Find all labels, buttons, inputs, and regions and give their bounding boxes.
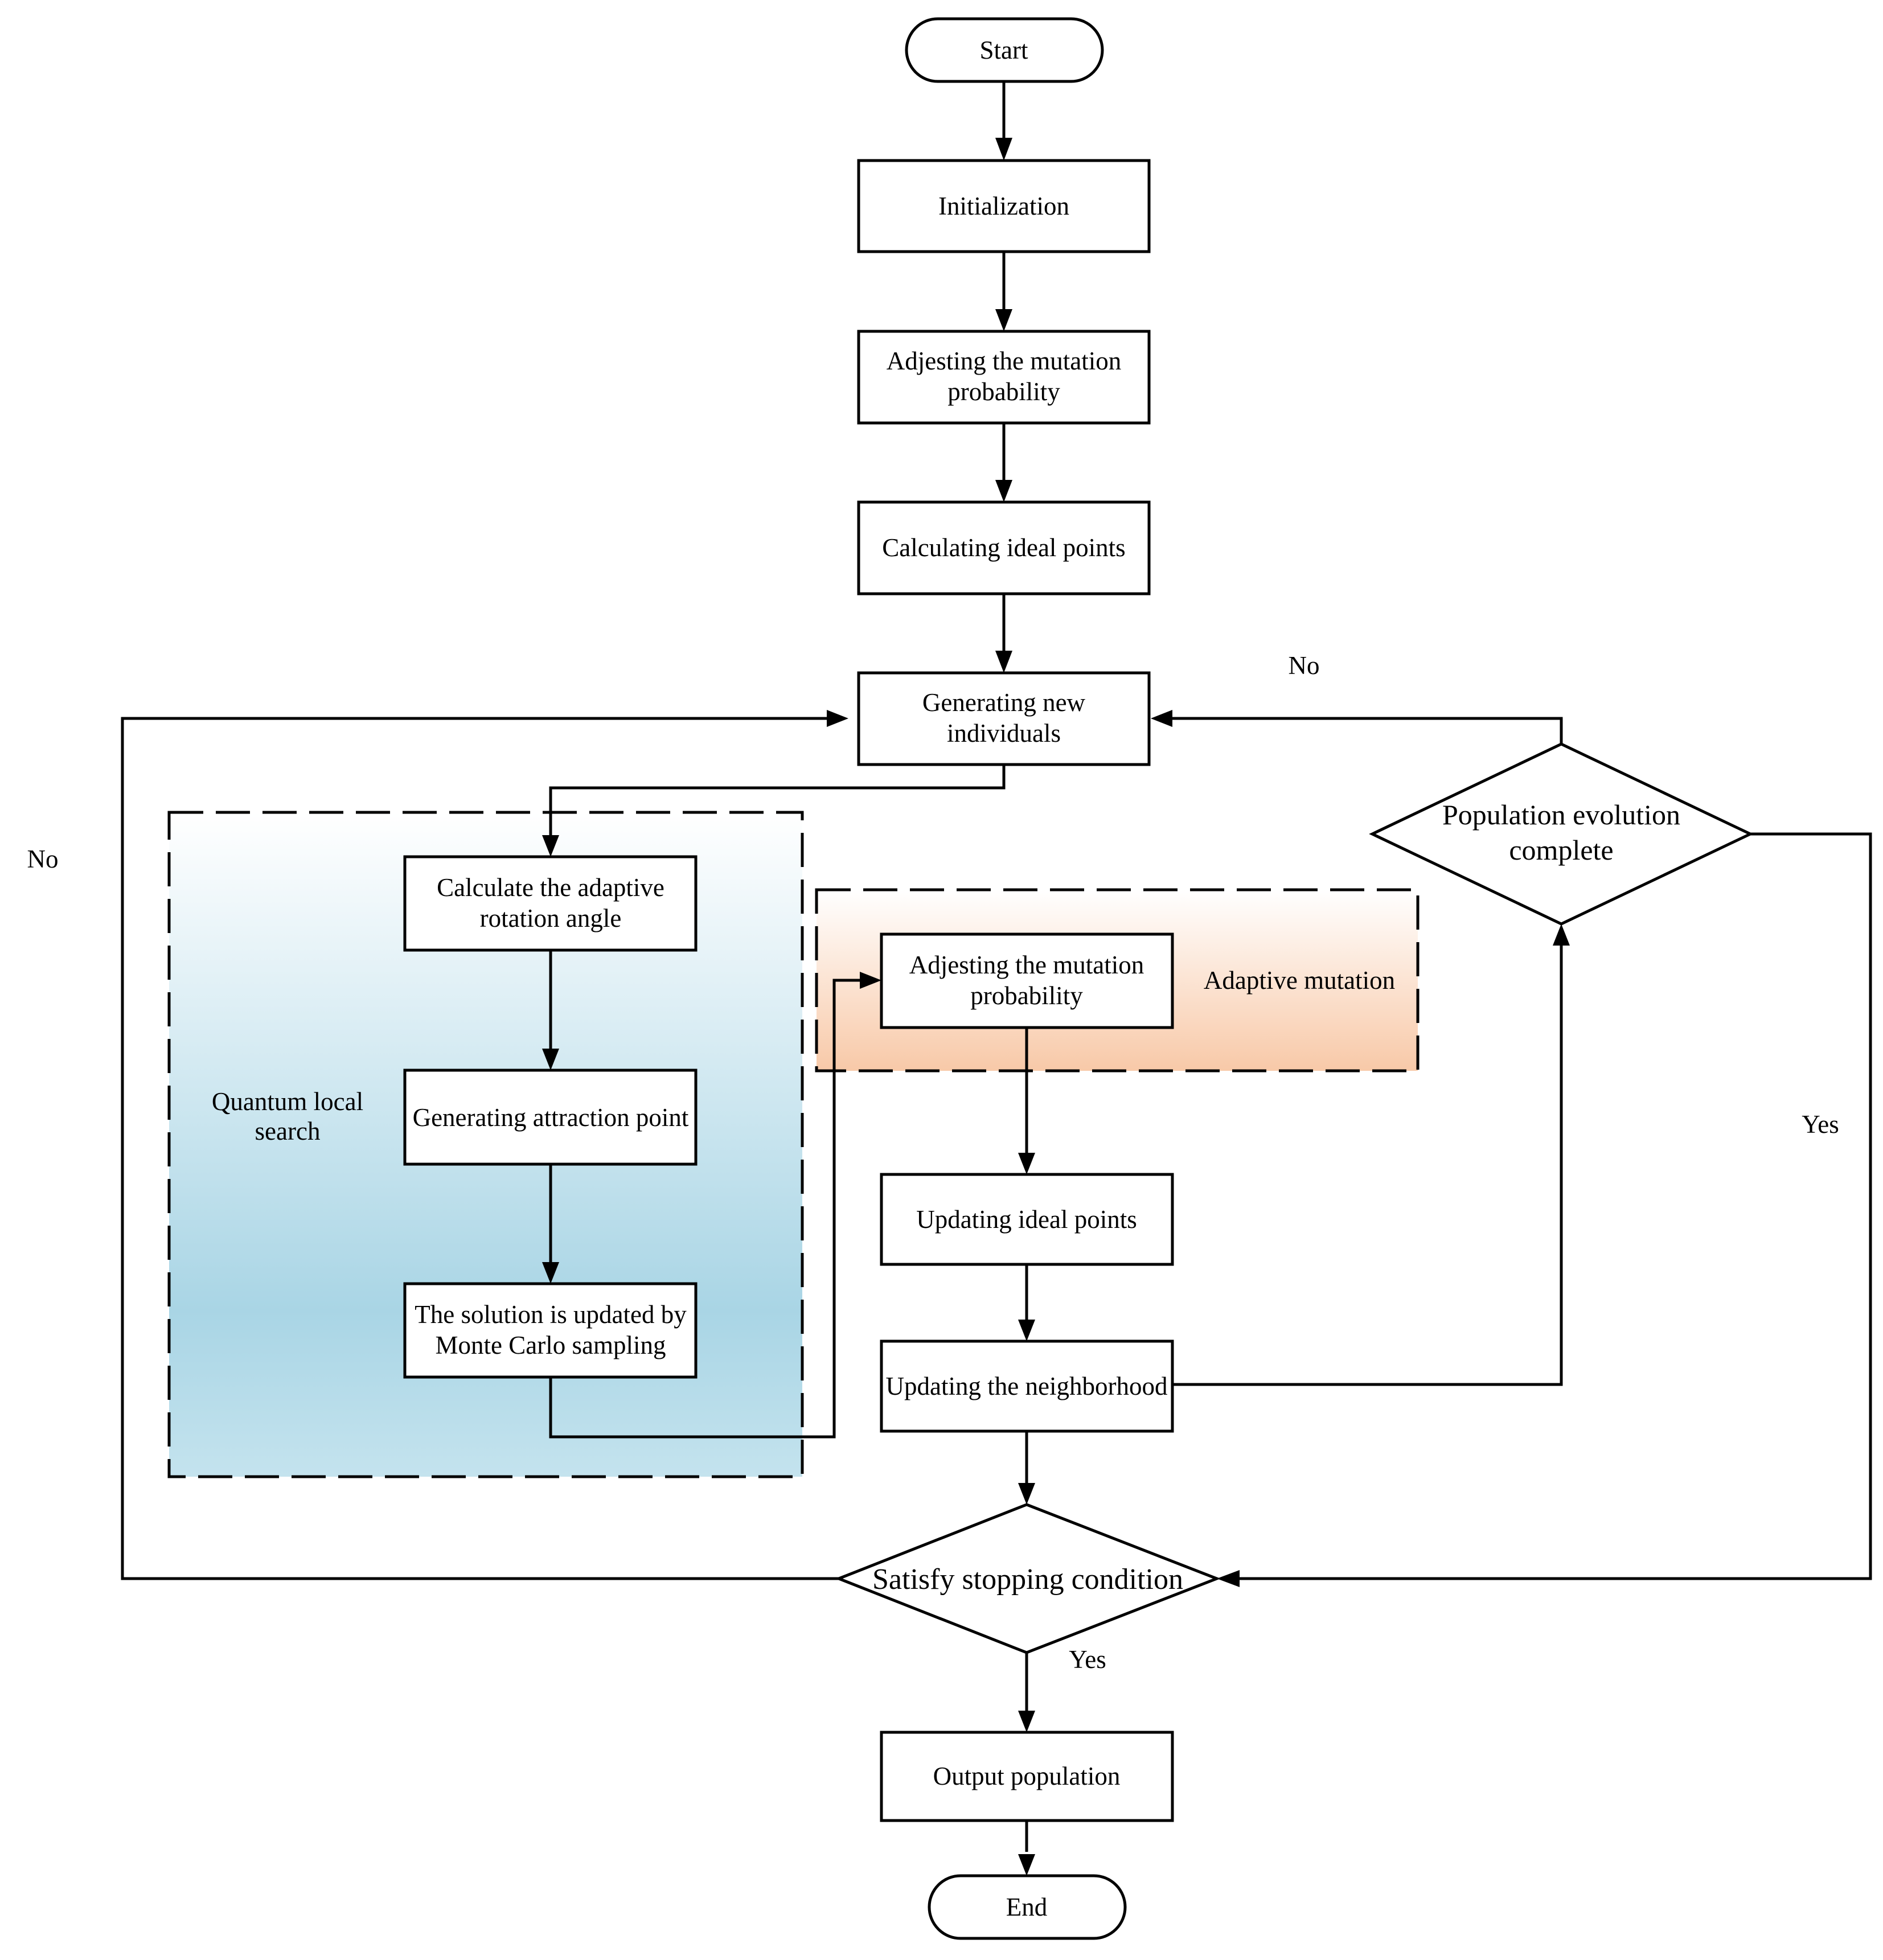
decision-population-evolution-line2: complete — [1509, 834, 1613, 866]
arrow-head — [542, 1262, 559, 1284]
node-updating-ideal-points-label: Updating ideal points — [916, 1205, 1137, 1234]
arrow-head — [1151, 710, 1172, 727]
node-initialization: Initialization — [857, 159, 1151, 253]
node-adjusting-mutation-1: Adjesting the mutation probability — [857, 330, 1151, 425]
node-end: End — [928, 1874, 1127, 1940]
node-calculating-ideal-points: Calculating ideal points — [857, 500, 1151, 595]
decision-population-evolution-line1: Population evolution — [1442, 799, 1680, 831]
edge-label-yes-bottom: Yes — [1069, 1645, 1106, 1674]
node-adjusting-mutation-2: Adjesting the mutation probability — [880, 932, 1174, 1029]
node-adjusting-mutation-1-line2: probability — [947, 377, 1060, 406]
node-adjusting-mutation-2-line2: probability — [970, 981, 1083, 1010]
arrow-head — [860, 972, 881, 989]
node-updating-ideal-points: Updating ideal points — [880, 1173, 1174, 1266]
node-generating-new-individuals-line1: Generating new — [922, 688, 1086, 717]
decision-stopping-condition: Satisfy stopping condition — [835, 1503, 1221, 1654]
arrow-head — [995, 480, 1012, 502]
arrow-head — [1018, 1153, 1035, 1174]
node-rotation-angle-line1: Calculate the adaptive — [437, 873, 664, 902]
node-rotation-angle-line2: rotation angle — [480, 904, 622, 932]
arrow-head — [1553, 924, 1570, 946]
adaptive-group-label: Adaptive mutation — [1204, 966, 1395, 995]
quantum-group-label-line2: search — [255, 1117, 321, 1145]
node-generating-new-individuals-line2: individuals — [947, 719, 1061, 747]
arrow-head — [1018, 1320, 1035, 1341]
arrow-head — [1018, 1854, 1035, 1876]
node-adjusting-mutation-1-line1: Adjesting the mutation — [887, 347, 1121, 375]
edge-stop-gen-no — [121, 717, 839, 1580]
node-updating-neighborhood: Updating the neighborhood — [880, 1339, 1174, 1433]
arrow-head — [995, 138, 1012, 161]
node-updating-neighborhood-label: Updating the neighborhood — [886, 1372, 1168, 1400]
node-end-label: End — [1006, 1893, 1048, 1921]
node-start-label: Start — [980, 36, 1028, 64]
arrow-head — [1018, 1483, 1035, 1505]
node-initialization-label: Initialization — [938, 192, 1069, 220]
node-calculating-ideal-points-label: Calculating ideal points — [882, 533, 1125, 562]
edge-gen-rot — [549, 765, 1006, 835]
arrow-head — [542, 835, 559, 857]
arrow-head — [1018, 1711, 1035, 1732]
edge-label-yes-right: Yes — [1802, 1110, 1839, 1139]
arrow-head — [995, 651, 1012, 673]
arrow-head — [1217, 1570, 1240, 1587]
decision-population-evolution: Population evolution complete — [1369, 742, 1754, 926]
arrow-head — [827, 710, 848, 727]
edge-pop-gen-no — [1172, 717, 1563, 744]
node-rotation-angle: Calculate the adaptive rotation angle — [403, 855, 698, 952]
node-monte-carlo-line1: The solution is updated by — [415, 1300, 687, 1329]
decision-stopping-condition-label: Satisfy stopping condition — [872, 1563, 1183, 1596]
node-attraction-point-label: Generating attraction point — [413, 1103, 689, 1132]
quantum-group-label-line1: Quantum local — [212, 1087, 363, 1116]
edge-updnb-pop — [1172, 941, 1563, 1386]
edge-label-no-top: No — [1289, 651, 1320, 680]
node-output-population-label: Output population — [933, 1762, 1121, 1790]
edge-label-no-left: No — [27, 845, 59, 873]
node-monte-carlo-line2: Monte Carlo sampling — [436, 1331, 666, 1359]
node-generating-new-individuals: Generating new individuals — [857, 671, 1151, 766]
node-monte-carlo: The solution is updated by Monte Carlo s… — [403, 1282, 698, 1379]
node-output-population: Output population — [880, 1731, 1174, 1822]
arrowheads — [542, 138, 1570, 1876]
node-start: Start — [905, 17, 1104, 83]
node-attraction-point: Generating attraction point — [403, 1069, 698, 1166]
arrow-head — [542, 1049, 559, 1070]
edge-mc-adj2 — [549, 979, 865, 1439]
arrow-head — [995, 309, 1012, 331]
edges — [121, 81, 1872, 1852]
node-adjusting-mutation-2-line1: Adjesting the mutation — [909, 951, 1144, 979]
edge-pop-stop-yes — [1240, 832, 1872, 1580]
